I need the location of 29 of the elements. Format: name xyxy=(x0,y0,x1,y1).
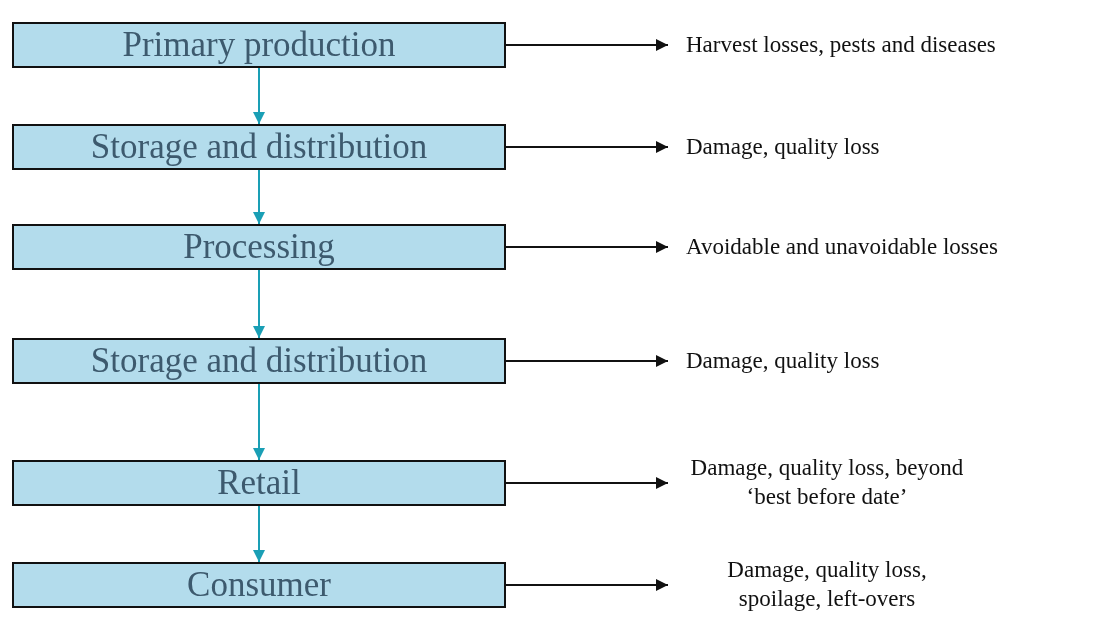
arrow xyxy=(505,579,669,591)
arrow xyxy=(253,383,265,461)
loss-description: Damage, quality loss xyxy=(686,346,880,375)
loss-description: Damage, quality loss, spoilage, left-overs xyxy=(726,556,928,613)
arrow xyxy=(253,269,265,339)
stage-label: Processing xyxy=(183,227,335,267)
arrow xyxy=(253,67,265,125)
stage-label: Storage and distribution xyxy=(90,341,428,381)
arrow xyxy=(505,241,669,253)
stage-box xyxy=(12,22,506,68)
arrow xyxy=(253,505,265,563)
loss-description: Avoidable and unavoidable losses xyxy=(686,232,998,261)
stage-label: Storage and distribution xyxy=(90,127,428,167)
stage-label: Consumer xyxy=(187,565,331,605)
arrow xyxy=(253,169,265,225)
stage-label: Primary production xyxy=(122,25,396,65)
stage-label: Retail xyxy=(217,463,301,503)
arrow xyxy=(505,141,669,153)
stage-box xyxy=(12,224,506,270)
stage-box xyxy=(12,124,506,170)
arrow xyxy=(505,477,669,489)
loss-description: Damage, quality loss, beyond ‘best before date’ xyxy=(689,454,965,511)
stage-box xyxy=(12,562,506,608)
loss-description: Damage, quality loss xyxy=(686,132,880,161)
loss-description: Harvest losses, pests and diseases xyxy=(686,30,996,59)
arrow xyxy=(505,355,669,367)
stage-box xyxy=(12,338,506,384)
stage-box xyxy=(12,460,506,506)
arrow xyxy=(505,39,669,51)
